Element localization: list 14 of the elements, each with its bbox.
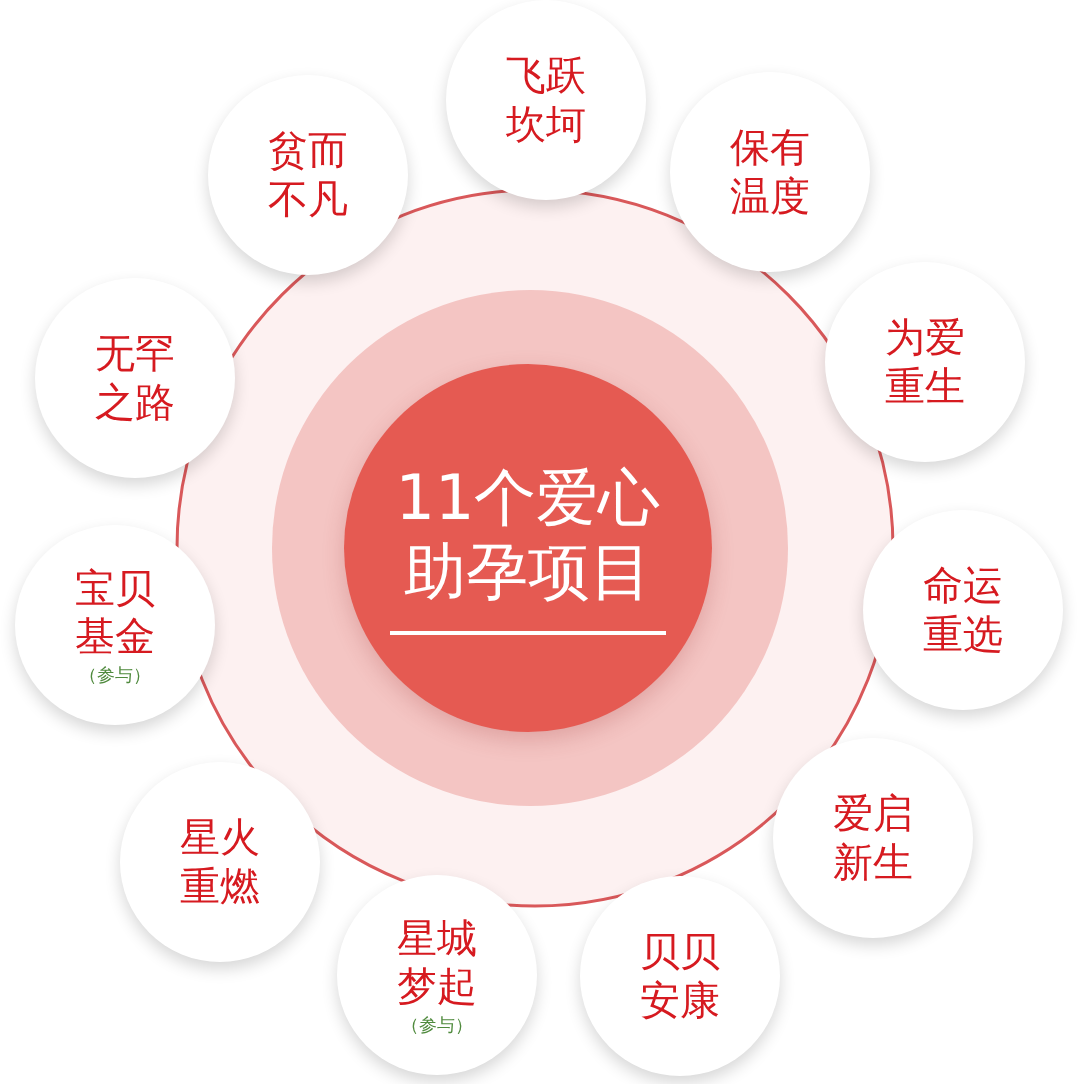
project-name: 宝贝基金 xyxy=(74,563,156,662)
participation-note: （参与） xyxy=(79,663,151,687)
project-name: 命运重选 xyxy=(922,561,1004,659)
project-name: 爱启新生 xyxy=(832,789,914,887)
project-name: 飞跃坎坷 xyxy=(505,51,587,149)
project-name: 保有温度 xyxy=(729,123,811,221)
participation-note: （参与） xyxy=(401,1013,473,1037)
project-name: 星火重燃 xyxy=(179,813,261,911)
project-name: 无罕之路 xyxy=(94,329,176,427)
center-title: 11个爱心助孕项目 xyxy=(394,460,662,610)
project-name: 星城梦起 xyxy=(396,913,478,1012)
project-name: 为爱重生 xyxy=(884,313,966,411)
project-name: 贫而不凡 xyxy=(267,126,349,224)
project-name: 贝贝安康 xyxy=(639,927,721,1025)
